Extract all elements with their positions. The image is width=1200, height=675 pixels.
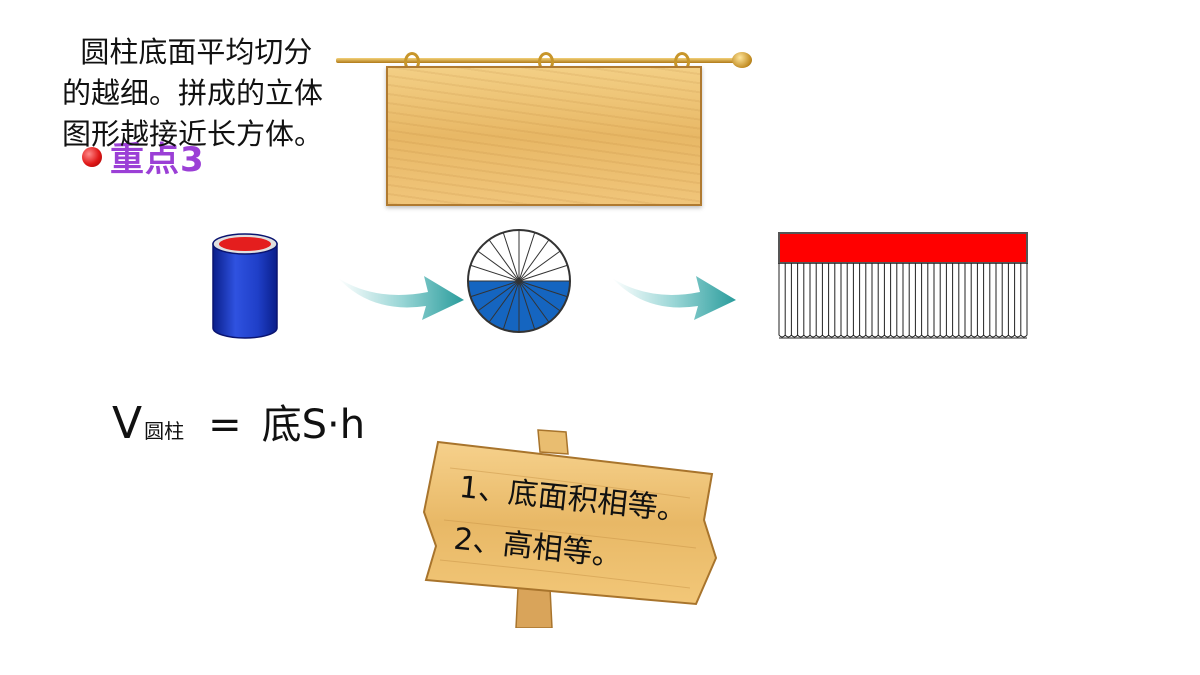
sign-line: 圆柱底面平均切分 — [62, 35, 313, 69]
sector-line — [502, 280, 520, 330]
sector-line — [518, 280, 550, 323]
hook-icon — [404, 52, 420, 72]
sector-line — [488, 239, 520, 282]
sector-line — [470, 264, 520, 282]
hook-icon — [538, 52, 554, 72]
circle-sectors-illustration — [467, 229, 571, 333]
sign-line: 图形越接近长方体。 — [62, 117, 324, 151]
key-point-heading: 重点3 — [82, 132, 205, 181]
formula-rhs: 底S·h — [261, 402, 366, 448]
sector-line — [518, 264, 568, 282]
sector-line — [477, 280, 520, 312]
formula-subscript: 圆柱 — [144, 419, 185, 443]
rod-knob-icon — [732, 52, 752, 68]
wooden-post-sign — [422, 429, 718, 628]
volume-formula: V 圆柱 = 底S·h — [112, 392, 365, 450]
strip-outline — [778, 263, 1028, 338]
sector-line — [518, 280, 568, 298]
sector-line — [518, 250, 561, 282]
sector-line — [518, 239, 550, 282]
hook-icon — [674, 52, 690, 72]
sector-line — [518, 232, 536, 282]
formula-variable: V — [112, 398, 143, 449]
bullet-dot-icon — [82, 146, 102, 167]
wooden-board — [386, 66, 702, 206]
sector-line — [518, 280, 561, 312]
sector-line — [470, 280, 520, 298]
cylinder-illustration — [212, 233, 278, 339]
sector-line — [477, 250, 520, 282]
sector-line — [518, 280, 536, 330]
hanging-wooden-sign — [336, 48, 756, 210]
rectangular-solid-illustration — [778, 232, 1028, 339]
sector-line — [502, 232, 520, 282]
hanging-sign-text: 圆柱底面平均切分的越细。拼成的立体图形越接近长方体。 — [62, 32, 372, 155]
transform-arrow-icon — [612, 276, 736, 320]
sign-line: 的越细。拼成的立体 — [62, 76, 324, 110]
transform-arrow-icon — [338, 276, 464, 320]
formula-equals: = — [208, 402, 242, 448]
sector-line — [488, 280, 520, 323]
key-point-label: 重点3 — [110, 140, 205, 180]
